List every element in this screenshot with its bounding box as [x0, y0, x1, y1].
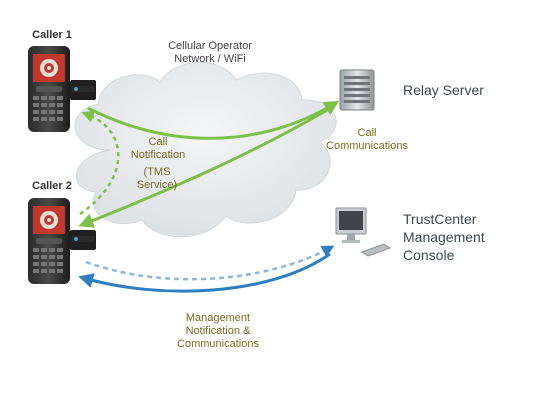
- trustcenter-label: TrustCenter Management Console: [403, 211, 485, 263]
- management-solid-arrow: [78, 252, 331, 293]
- trustcomp-badge-icon: [70, 80, 96, 100]
- relay-server-label: Relay Server: [403, 82, 484, 98]
- phone-icon: [28, 198, 70, 284]
- trustcomp-badge-icon: [70, 230, 96, 250]
- server-icon: [339, 69, 375, 111]
- management-label: Management Notification & Communications: [177, 312, 259, 350]
- phone-icon: [28, 46, 70, 132]
- call-arrows: [78, 100, 340, 228]
- call-communications-label: Call Communications: [326, 127, 408, 152]
- call-arrow-server-to-caller2: [78, 104, 335, 228]
- management-arrows: [78, 245, 335, 293]
- caller1-label: Caller 1: [32, 29, 72, 41]
- notification-dashed-top: [79, 110, 120, 216]
- monitor-icon: [335, 207, 392, 257]
- call-notification-label: Call Notification: [130, 136, 186, 161]
- network-label: Cellular Operator Network / WiFi: [168, 40, 252, 65]
- caller2-label: Caller 2: [32, 180, 72, 192]
- call-arrow-caller1-to-server: [87, 100, 340, 140]
- tms-service-label: (TMS Service): [136, 166, 178, 191]
- cloud-icon: [74, 61, 337, 238]
